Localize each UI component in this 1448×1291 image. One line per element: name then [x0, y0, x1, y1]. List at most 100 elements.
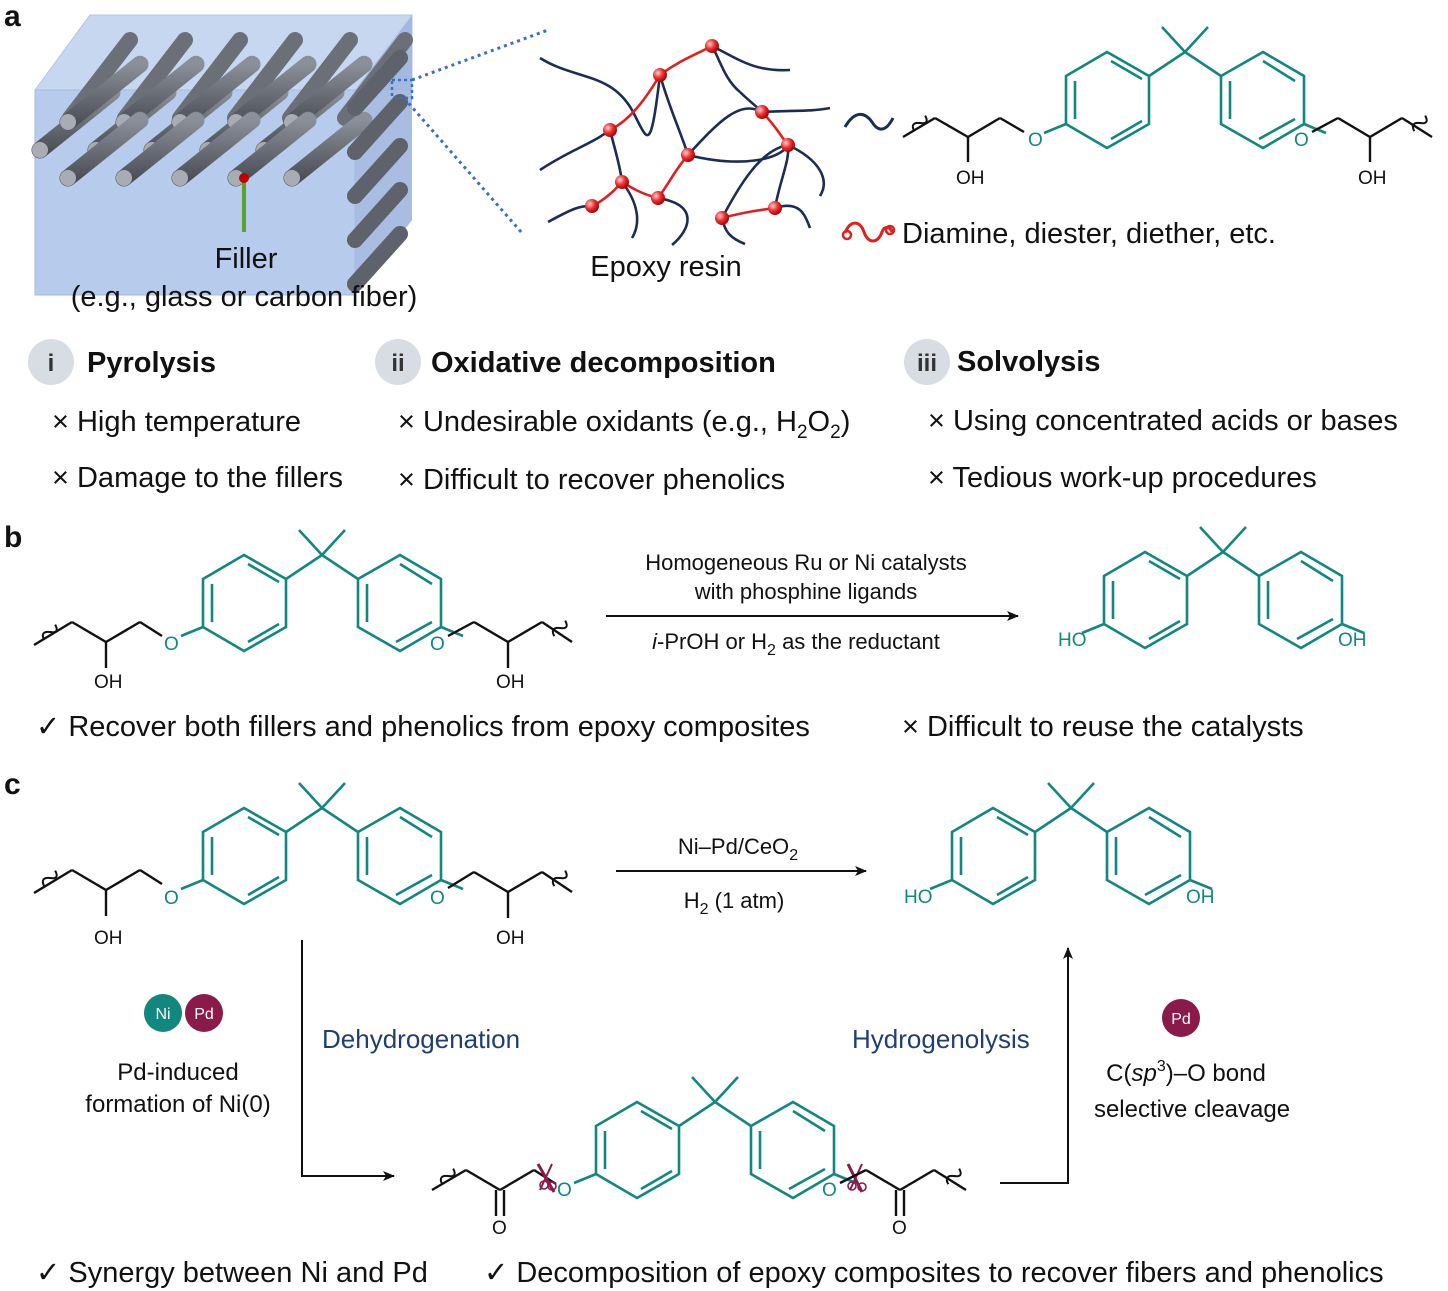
o-label-ketone-left: O [492, 1218, 507, 1239]
fiber-end [172, 170, 188, 186]
method-pyrolysis: i Pyrolysis × High temperature × Damage … [28, 339, 343, 494]
method-number-badge [904, 339, 950, 385]
o-label-int-right: O [822, 1180, 837, 1201]
method-number-badge [28, 339, 74, 385]
oh-label-b-left: OH [94, 672, 123, 693]
fiber-rod [59, 111, 149, 187]
conditions-c-top: Ni–Pd/CeO2 [678, 834, 798, 864]
red-crosslink-legend-icon [843, 221, 894, 243]
oh-label-c-product: OH [1186, 887, 1215, 908]
panel-b-con: × Difficult to reuse the catalysts [902, 711, 1304, 743]
left-note-line1: Pd-induced [117, 1059, 238, 1086]
bottom-note-1: ✓ Synergy between Ni and Pd [36, 1257, 428, 1289]
ketone-intermediate: O O O O [431, 1075, 967, 1239]
fiber-rod [227, 111, 317, 187]
zoom-line-top [411, 28, 549, 82]
fiber-end [116, 170, 132, 186]
fiber-rod [347, 138, 408, 204]
crosslink-nodes [585, 39, 795, 225]
fiber-end [60, 170, 76, 186]
composite-block-illustration [31, 14, 413, 296]
svg-text:Pd: Pd [1171, 1011, 1191, 1028]
svg-text:Ni: Ni [155, 1006, 170, 1023]
fiber-rod [347, 182, 408, 248]
navy-strand-legend-icon [843, 112, 895, 131]
method-point: × Using concentrated acids or bases [928, 405, 1398, 437]
method-point: × Damage to the fillers [52, 462, 343, 494]
filler-pointer-dot [239, 173, 249, 183]
hydrogenolysis-arrow [1000, 947, 1073, 1184]
conditions-b-top-1: Homogeneous Ru or Ni catalysts [645, 550, 967, 575]
filler-label: Filler [215, 243, 278, 275]
fiber-rod [115, 111, 205, 187]
epoxy-repeat-unit-panel-a: OH O O OH [902, 25, 1433, 189]
ho-label-b: HO [1058, 630, 1087, 651]
epoxy-repeat-unit-panel-c: OH O O OH [33, 781, 573, 949]
fiber-rod [171, 111, 261, 187]
bottom-note-2: ✓ Decomposition of epoxy composites to r… [484, 1257, 1384, 1289]
conditions-b-bottom: i-PrOH or H2 as the reductant [652, 629, 940, 659]
epoxy-repeat-unit-panel-b: OH O O OH [33, 528, 573, 693]
dehydrogenation-arrow [301, 940, 395, 1181]
o-label-c-right: O [430, 888, 445, 909]
o-label-ketone-right: O [892, 1218, 907, 1239]
oh-label-b-product: OH [1338, 630, 1367, 651]
zoom-box [390, 78, 414, 100]
fiber-rod [347, 226, 408, 292]
fiber-rod [59, 55, 149, 131]
conditions-b-top-2: with phosphine ligands [694, 579, 918, 604]
fiber-end [32, 142, 48, 158]
fiber-end [228, 170, 244, 186]
left-note-line2: formation of Ni(0) [85, 1091, 270, 1118]
dehydrogenation-label: Dehydrogenation [322, 1024, 520, 1054]
fiber-rod [227, 55, 317, 131]
svg-text:i: i [48, 350, 55, 377]
fiber-rod [171, 55, 261, 131]
panel-label-b: b [4, 521, 22, 554]
oh-label-a-left: OH [956, 168, 985, 189]
fiber-rod [283, 111, 373, 187]
o-label-b-right: O [430, 634, 445, 655]
svg-text:ii: ii [391, 350, 404, 377]
fiber-rod [115, 55, 205, 131]
fiber-rod [283, 55, 373, 131]
fiber-rod [347, 94, 408, 160]
o-label-c-left: O [164, 888, 179, 909]
ni-badge-icon [144, 994, 182, 1032]
oh-label-b-right: OH [496, 672, 525, 693]
svg-text:Pd: Pd [194, 1006, 214, 1023]
pd-badge-icon [185, 994, 223, 1032]
fiber-rod [347, 50, 408, 116]
panel-b-pro: ✓ Recover both fillers and phenolics fro… [36, 711, 810, 743]
fiber-end [284, 170, 300, 186]
method-oxidative-decomposition: ii Oxidative decomposition × Undesirable… [375, 339, 850, 496]
method-point: × Tedious work-up procedures [928, 462, 1317, 494]
o-label-int-left: O [557, 1180, 572, 1201]
fiber-end [60, 114, 76, 130]
bisphenol-a-product-c: HO OH [904, 781, 1215, 908]
method-point: × High temperature [52, 406, 301, 438]
right-note-line1: C(sp3)–O bond [1106, 1058, 1266, 1087]
ho-label-c: HO [904, 887, 933, 908]
method-title: Pyrolysis [87, 347, 216, 379]
method-number-badge [375, 339, 421, 385]
method-title: Oxidative decomposition [431, 347, 776, 379]
o-label-a-right: O [1294, 130, 1309, 151]
oh-label-a-right: OH [1358, 168, 1387, 189]
bisphenol-a-product-b: HO OH [1058, 525, 1367, 651]
fiber-rods [31, 32, 413, 292]
method-point: × Undesirable oxidants (e.g., H2O2) [398, 406, 850, 443]
method-point: × Difficult to recover phenolics [398, 464, 785, 496]
conditions-c-bottom: H2 (1 atm) [684, 888, 785, 918]
zoom-line-bottom [402, 97, 524, 234]
epoxy-resin-label: Epoxy resin [590, 251, 742, 283]
crosslink-legend-label: Diamine, diester, diether, etc. [902, 218, 1276, 250]
hydrogenolysis-label: Hydrogenolysis [852, 1024, 1030, 1054]
oh-label-c-right: OH [496, 928, 525, 949]
o-label-a-left: O [1028, 130, 1043, 151]
filler-examples: (e.g., glass or carbon fiber) [71, 281, 418, 313]
panel-label-a: a [4, 0, 21, 33]
o-label-b-left: O [164, 634, 179, 655]
pd-badge-icon-right [1162, 999, 1200, 1037]
